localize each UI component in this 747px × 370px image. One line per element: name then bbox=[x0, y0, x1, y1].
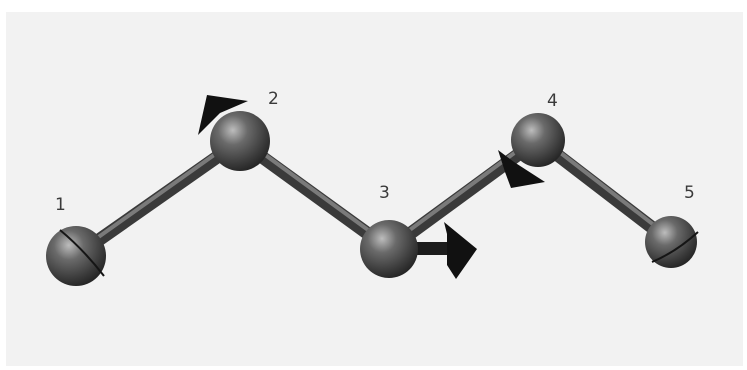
atom-5-edge-mark bbox=[651, 231, 699, 263]
bond-2-3 bbox=[233, 134, 396, 256]
bond-3-4 bbox=[382, 133, 545, 256]
atoms bbox=[46, 111, 699, 286]
bond-4-5-highlight bbox=[538, 135, 674, 241]
bond-1-2 bbox=[69, 134, 247, 263]
atom-2[interactable] bbox=[210, 111, 270, 171]
atom-label-3: 3 bbox=[379, 183, 390, 203]
atom-label-1: 1 bbox=[55, 195, 66, 215]
atom-1-edge-mark bbox=[59, 229, 105, 277]
atom-label-2: 2 bbox=[268, 89, 279, 109]
cone-arrow-icon bbox=[198, 95, 248, 135]
cone-arrow-icon bbox=[498, 150, 545, 188]
atom-labels: 1 2 3 4 5 bbox=[55, 89, 695, 215]
bond-4-5 bbox=[531, 133, 678, 249]
atom-1[interactable] bbox=[46, 226, 106, 286]
atom-4[interactable] bbox=[511, 113, 565, 167]
bond-2-3-highlight bbox=[240, 136, 392, 248]
molecule-viewport[interactable] bbox=[6, 12, 743, 366]
bond-1-2-highlight bbox=[74, 136, 240, 255]
bonds bbox=[69, 133, 678, 263]
atom-label-5: 5 bbox=[684, 183, 695, 203]
bond-3-4-highlight bbox=[386, 135, 538, 248]
atom-3[interactable] bbox=[360, 220, 418, 278]
cone-arrow-icon bbox=[444, 222, 477, 279]
atom-label-4: 4 bbox=[547, 91, 558, 111]
atom-5[interactable] bbox=[645, 216, 697, 268]
